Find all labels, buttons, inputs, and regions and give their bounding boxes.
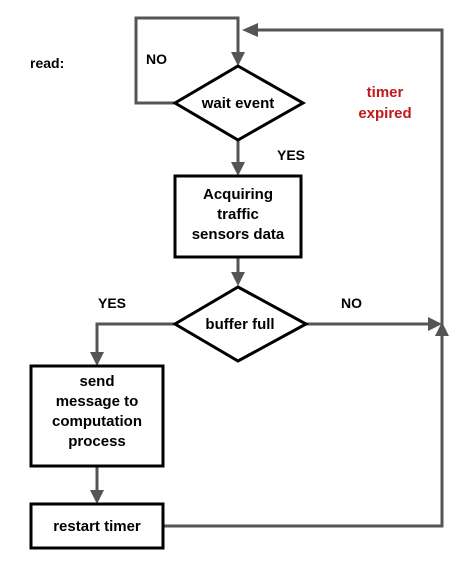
wait-event-label: wait event bbox=[201, 95, 275, 112]
process-acquiring bbox=[173, 174, 303, 259]
process-restart-timer bbox=[29, 502, 165, 550]
connector-restart-to-right bbox=[163, 336, 444, 528]
arrowhead-acquiring-to-buffer bbox=[231, 272, 245, 286]
no-label-right: NO bbox=[341, 295, 362, 311]
arrowhead-send-to-restart bbox=[90, 490, 104, 504]
arrowhead-buffer-yes bbox=[90, 352, 104, 366]
arrowhead-wait-to-acquiring bbox=[231, 162, 245, 176]
node-buffer-full: buffer full bbox=[172, 285, 310, 363]
no-label-top: NO bbox=[146, 51, 167, 67]
acquiring-label-line-2: traffic bbox=[217, 206, 259, 223]
connectors bbox=[90, 16, 449, 528]
yes-label-middle: YES bbox=[277, 147, 305, 163]
node-acquiring: Acquiring traffic sensors data bbox=[173, 174, 303, 259]
arrowhead-buffer-no bbox=[428, 317, 442, 331]
send-message-label-line-2: message to bbox=[56, 393, 139, 410]
arrowhead-entry-to-wait bbox=[231, 52, 245, 66]
read-label: read: bbox=[30, 55, 64, 71]
acquiring-label-line-3: sensors data bbox=[192, 226, 285, 243]
arrowhead-restart-to-right bbox=[435, 322, 449, 336]
send-message-label-line-3: computation bbox=[52, 413, 142, 430]
connector-wait-no-loop bbox=[134, 16, 240, 105]
yes-label-left: YES bbox=[98, 295, 126, 311]
acquiring-label-line-1: Acquiring bbox=[203, 186, 273, 203]
connector-buffer-yes bbox=[95, 322, 175, 352]
decision-buffer-full bbox=[172, 285, 310, 363]
node-wait-event: wait event bbox=[172, 64, 307, 142]
decision-wait-event bbox=[172, 64, 307, 142]
restart-timer-label: restart timer bbox=[53, 518, 141, 535]
process-send-message bbox=[29, 364, 165, 468]
send-message-label-line-4: process bbox=[68, 433, 126, 450]
node-send-message: send message to computation process bbox=[29, 364, 165, 468]
timer-expired-label-line-2: expired bbox=[358, 105, 411, 122]
arrowhead-timer-loop bbox=[242, 23, 258, 37]
send-message-label-line-1: send bbox=[79, 373, 114, 390]
buffer-full-label: buffer full bbox=[205, 316, 274, 333]
timer-expired-label-line-1: timer bbox=[367, 84, 404, 101]
node-restart-timer: restart timer bbox=[29, 502, 165, 550]
